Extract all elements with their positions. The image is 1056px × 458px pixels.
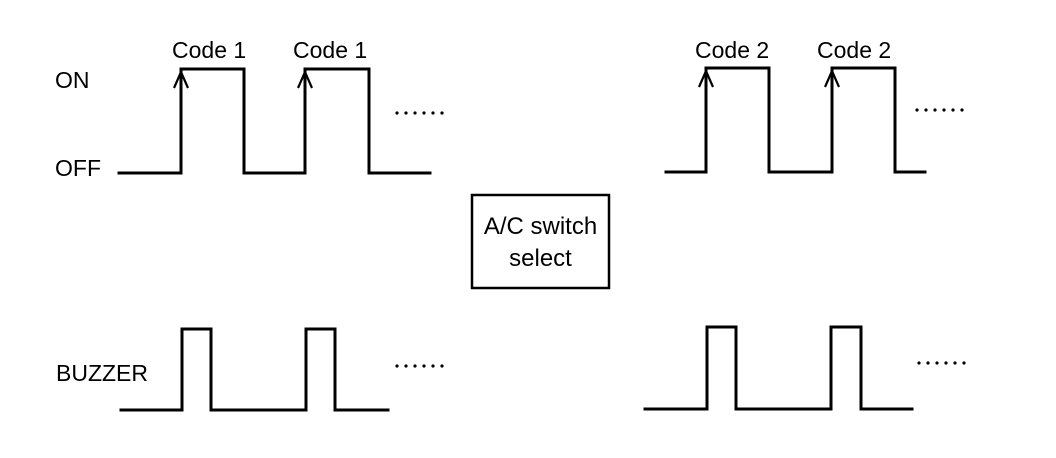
- ac-switch-select-box: A/C switch select: [470, 193, 611, 290]
- buzzer-2-signal-line: [643, 325, 914, 411]
- code-1-pulse-1-label: Code 1: [172, 37, 246, 63]
- buzzer-1-signal-line: [119, 327, 390, 412]
- buzzer-1-continuation-dots: [395, 364, 444, 368]
- code-2-continuation-dots: [915, 108, 964, 112]
- off-label: OFF: [55, 155, 101, 181]
- buzzer-2-waveform: [643, 325, 966, 411]
- buzzer-2-continuation-dots: [917, 361, 966, 365]
- ac-switch-select-frame: [470, 193, 611, 290]
- code-1-continuation-dots: [395, 111, 444, 115]
- code-2-pulse-1-label: Code 2: [695, 37, 769, 63]
- on-label: ON: [55, 67, 90, 93]
- code-2-signal-line: [664, 66, 927, 174]
- buzzer-1-waveform: [119, 327, 444, 412]
- code-1-signal-line: [117, 67, 432, 175]
- code-2-pulse-2-label: Code 2: [817, 37, 891, 63]
- buzzer-label: BUZZER: [56, 360, 148, 386]
- ac-switch-select-line-1: A/C switch: [484, 213, 597, 240]
- code-1-pulse-1-arrow-icon: [172, 69, 190, 89]
- code-1-pulse-2-label: Code 1: [293, 37, 367, 63]
- ac-switch-select-line-2: select: [509, 245, 572, 272]
- code-2-pulse-2-arrow-icon: [823, 68, 841, 88]
- code-1-pulse-2-arrow-icon: [296, 69, 314, 89]
- code-2-pulse-1-arrow-icon: [697, 68, 715, 88]
- code-2-waveform: Code 2 Code 2: [664, 37, 964, 174]
- code-1-waveform: Code 1 Code 1: [117, 37, 444, 175]
